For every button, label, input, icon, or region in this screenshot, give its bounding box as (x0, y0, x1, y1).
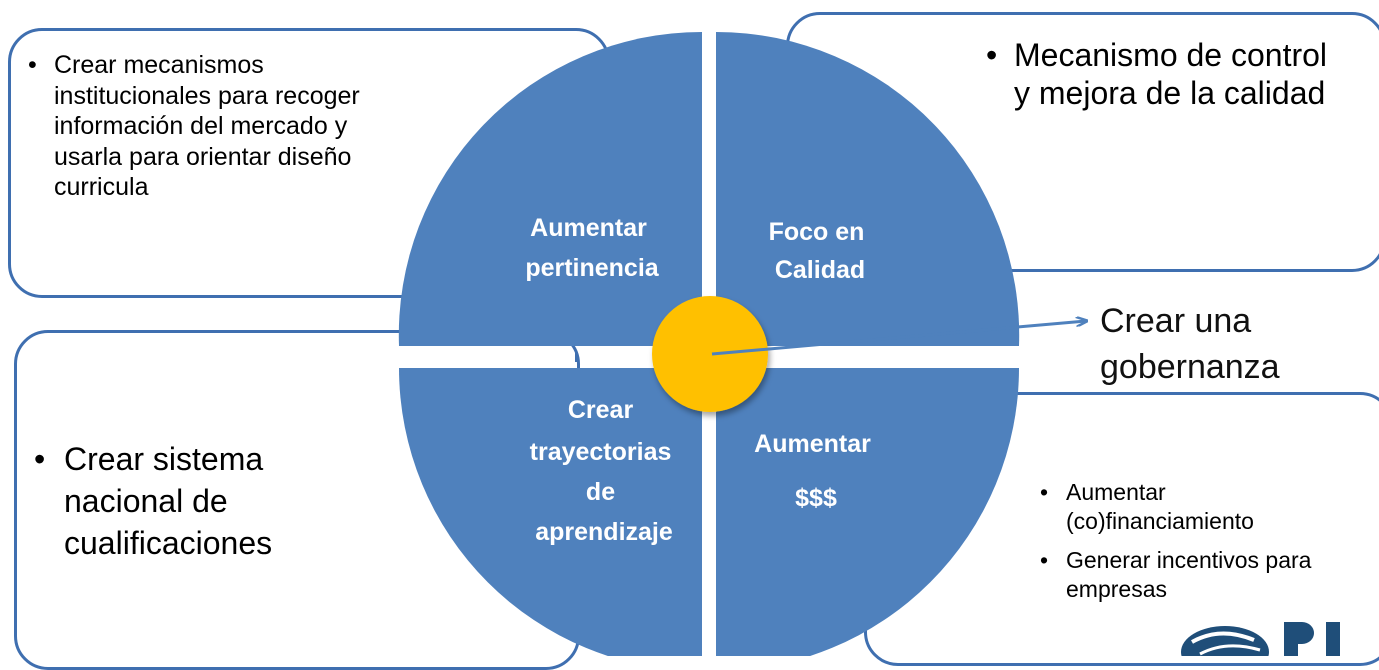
label-line: Crear (568, 396, 634, 424)
quadrant-top-right (716, 31, 1020, 346)
quadrant-bottom-right-label: Aumentar $$$ (754, 430, 878, 512)
label-line: Aumentar (530, 214, 647, 242)
bullet-item: Crear mecanismos institucionales para re… (28, 50, 418, 203)
quadrant-bottom-left (399, 368, 702, 656)
quadrant-top-left (398, 31, 702, 346)
bottom-left-bullet-list: Crear sistema nacional de cualificacione… (34, 438, 364, 564)
logo (1180, 612, 1379, 656)
governance-label-line: gobernanza (1100, 348, 1280, 386)
quadrant-top-right-label: Foco en Calidad (769, 218, 872, 284)
top-left-bullet-list: Crear mecanismos institucionales para re… (28, 50, 418, 203)
label-line: Foco en (769, 218, 865, 246)
label-line: Calidad (775, 256, 865, 284)
bullet-item: Generar incentivos para empresas (1040, 546, 1340, 604)
center-circle (652, 296, 768, 412)
label-line: aprendizaje (535, 518, 673, 546)
governance-arrow (711, 321, 1086, 356)
quadrant-bottom-left-label: Crear trayectorias de aprendizaje (530, 396, 679, 546)
label-line: de (586, 478, 615, 506)
label-line: pertinencia (525, 254, 659, 282)
quadrant-bottom-right (716, 368, 1019, 656)
bottom-right-bullet-list: Aumentar (co)financiamiento Generar ince… (1040, 478, 1340, 614)
bullet-item: Aumentar (co)financiamiento (1040, 478, 1340, 536)
label-line: trayectorias (530, 438, 672, 466)
bullet-item: Mecanismo de control y mejora de la cali… (986, 36, 1346, 112)
label-line: $$$ (795, 484, 837, 512)
logo-graphic (1181, 622, 1340, 656)
quadrant-top-left-label: Aumentar pertinencia (525, 214, 659, 282)
quadrant-diagram: Aumentar pertinencia Foco en Calidad Cre… (398, 31, 1379, 656)
governance-label-line: Crear una (1100, 302, 1252, 340)
governance-label: Crear una gobernanza (1100, 298, 1300, 390)
bullet-item: Crear sistema nacional de cualificacione… (34, 438, 364, 564)
label-line: Aumentar (754, 430, 871, 458)
top-right-bullet-list: Mecanismo de control y mejora de la cali… (986, 36, 1346, 112)
